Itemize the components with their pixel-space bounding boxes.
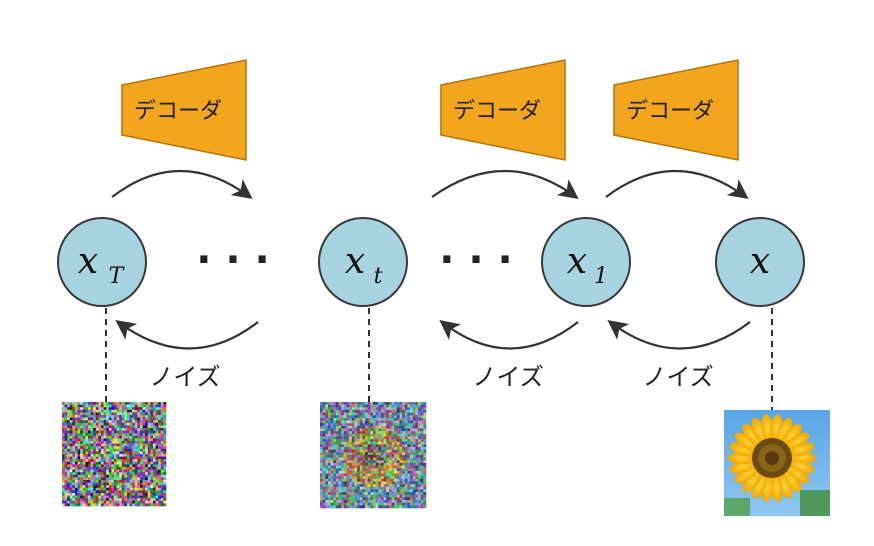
decoder-2: デコーダ bbox=[440, 59, 566, 161]
node-xt-base: x bbox=[345, 241, 365, 282]
noise-arrow-2 bbox=[439, 319, 579, 350]
decoder-1: デコーダ bbox=[121, 59, 247, 161]
noise-image-xT bbox=[62, 402, 167, 507]
decoder-label-2: デコーダ bbox=[453, 99, 541, 124]
ellipsis-2: · · · bbox=[439, 237, 512, 283]
noise-arrow-3 bbox=[607, 320, 751, 350]
noise-label-1: ノイズ bbox=[149, 363, 220, 391]
noise-arrow-1 bbox=[115, 320, 259, 350]
decoder-label-3: デコーダ bbox=[626, 99, 714, 124]
forward-arrow-2 bbox=[431, 170, 579, 199]
node-xt: x t bbox=[318, 217, 408, 307]
forward-arrow-3 bbox=[605, 170, 749, 199]
forward-arrow-1 bbox=[111, 170, 253, 199]
node-xT-base: x bbox=[78, 241, 98, 282]
node-xT: x T bbox=[57, 217, 147, 307]
decoder-3: デコーダ bbox=[613, 59, 739, 161]
noise-label-3: ノイズ bbox=[642, 363, 713, 391]
node-xT-sub: T bbox=[109, 264, 126, 289]
node-xt-sub: t bbox=[374, 264, 383, 289]
node-x-base: x bbox=[750, 241, 770, 282]
sunflower-image-x bbox=[724, 410, 830, 516]
node-x1: x 1 bbox=[541, 217, 631, 307]
node-x1-base: x bbox=[567, 241, 587, 282]
node-x1-sub: 1 bbox=[594, 264, 608, 289]
node-x: x bbox=[715, 217, 805, 307]
noise-image-xt bbox=[320, 402, 427, 509]
ellipsis-1: · · · bbox=[196, 237, 269, 283]
decoder-label-1: デコーダ bbox=[134, 99, 222, 124]
noise-label-2: ノイズ bbox=[472, 363, 543, 391]
